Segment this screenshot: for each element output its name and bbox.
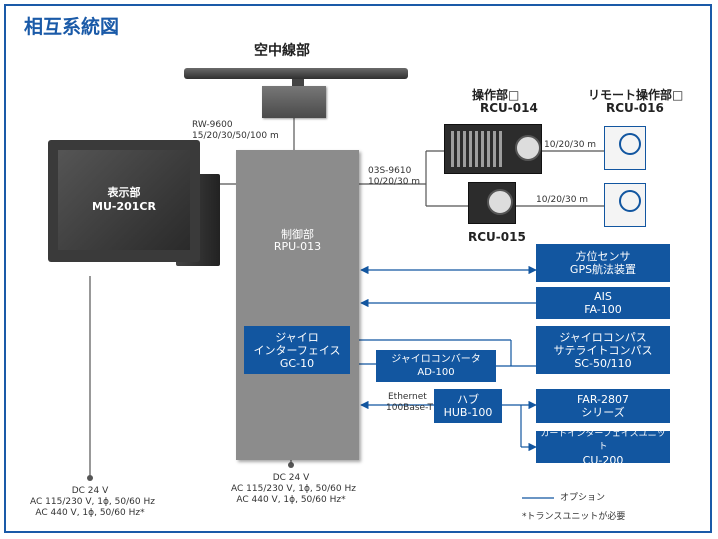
converter-line2: AD-100 bbox=[417, 367, 455, 378]
heading-line1: 方位センサ bbox=[575, 250, 631, 263]
gyro-if-line3: GC-10 bbox=[279, 356, 315, 370]
processor-power-1: DC 24 V bbox=[272, 473, 310, 483]
ethernet-spec: 100Base-T bbox=[386, 403, 434, 413]
remote-unit-2 bbox=[604, 183, 646, 227]
display-model: MU-201CR bbox=[92, 200, 156, 213]
display-unit: 表示部 MU-201CR bbox=[48, 140, 220, 266]
rcu-cable-length: 10/20/30 m bbox=[368, 177, 421, 187]
antenna-label: 空中線部 bbox=[254, 43, 310, 59]
display-screen bbox=[58, 150, 190, 250]
heading-sensor-box: 方位センサ GPS航法装置 bbox=[536, 244, 670, 282]
diagram-title: 相互系統図 bbox=[24, 16, 120, 38]
legend-option: オプション bbox=[560, 493, 606, 503]
remote-unit-name: リモート操作部□ bbox=[588, 88, 684, 102]
gyro-line3: SC-50/110 bbox=[574, 356, 632, 370]
gyro-if-line1: ジャイロ bbox=[275, 330, 319, 344]
antenna-cable: 15/20/30/50/100 m bbox=[192, 131, 279, 141]
card-interface-box: カードインターフェイスユニット CU-200 bbox=[536, 428, 670, 467]
heading-line2: GPS航法装置 bbox=[569, 263, 637, 276]
processor-unit bbox=[236, 150, 359, 460]
card-line1: カードインターフェイスユニット bbox=[540, 428, 666, 452]
ais-box: AIS FA-100 bbox=[536, 287, 670, 319]
gyro-line1: ジャイロコンパス bbox=[559, 330, 647, 344]
processor-name: 制御部 bbox=[281, 228, 314, 241]
far-line1: FAR-2807 bbox=[576, 393, 629, 406]
processor-model: RPU-013 bbox=[273, 240, 322, 253]
display-power-3: AC 440 V, 1ϕ, 50/60 Hz* bbox=[35, 508, 145, 518]
processor-power-3: AC 440 V, 1ϕ, 50/60 Hz* bbox=[236, 495, 346, 505]
control-unit-model: RCU-014 bbox=[480, 101, 538, 115]
rcu015-panel bbox=[468, 182, 516, 224]
display-name: 表示部 bbox=[107, 186, 141, 199]
connection-lines bbox=[87, 118, 604, 499]
remote-unit-1 bbox=[604, 126, 646, 170]
control-unit-name: 操作部□ bbox=[472, 88, 520, 102]
converter-line1: ジャイロコンバータ bbox=[391, 354, 481, 365]
display-power-2: AC 115/230 V, 1ϕ, 50/60 Hz bbox=[30, 497, 155, 507]
hub-line2: HUB-100 bbox=[443, 406, 493, 419]
card-line2: CU-200 bbox=[582, 453, 624, 467]
legend-note: *トランスユニットが必要 bbox=[522, 512, 626, 522]
rcu015-cable-length: 10/20/30 m bbox=[536, 195, 589, 205]
ais-line2: FA-100 bbox=[584, 303, 622, 316]
display-power-1: DC 24 V bbox=[71, 486, 109, 496]
ais-line1: AIS bbox=[594, 290, 612, 303]
antenna-mount bbox=[292, 79, 304, 87]
remote-unit-model: RCU-016 bbox=[606, 101, 664, 115]
remote-cable-length: 10/20/30 m bbox=[544, 140, 597, 150]
far-line2: シリーズ bbox=[581, 406, 625, 419]
rcu015-model: RCU-015 bbox=[468, 230, 526, 244]
rcu014-panel bbox=[444, 124, 542, 174]
gyro-if-line2: インターフェイス bbox=[253, 343, 341, 357]
antenna-array bbox=[184, 68, 408, 79]
gyro-compass-box: ジャイロコンパス サテライトコンパス SC-50/110 bbox=[536, 326, 670, 374]
far-series-box: FAR-2807 シリーズ bbox=[536, 389, 670, 423]
gyro-interface-box: ジャイロ インターフェイス GC-10 bbox=[244, 326, 350, 374]
hub-box: ハブ HUB-100 bbox=[434, 389, 502, 423]
processor-power-2: AC 115/230 V, 1ϕ, 50/60 Hz bbox=[231, 484, 356, 494]
gyro-converter-box: ジャイロコンバータ AD-100 bbox=[376, 350, 496, 382]
gyro-line2: サテライトコンパス bbox=[553, 343, 653, 357]
diagram-frame: 相互系統図 空中線部 RW-9600 15/20/30/50/100 m 表示部… bbox=[4, 4, 712, 533]
hub-line1: ハブ bbox=[457, 393, 479, 406]
rcu-cable-code: 03S-9610 bbox=[368, 166, 412, 176]
antenna-pedestal bbox=[262, 86, 326, 118]
ethernet-label: Ethernet bbox=[388, 392, 427, 402]
antenna-model: RW-9600 bbox=[192, 120, 233, 130]
